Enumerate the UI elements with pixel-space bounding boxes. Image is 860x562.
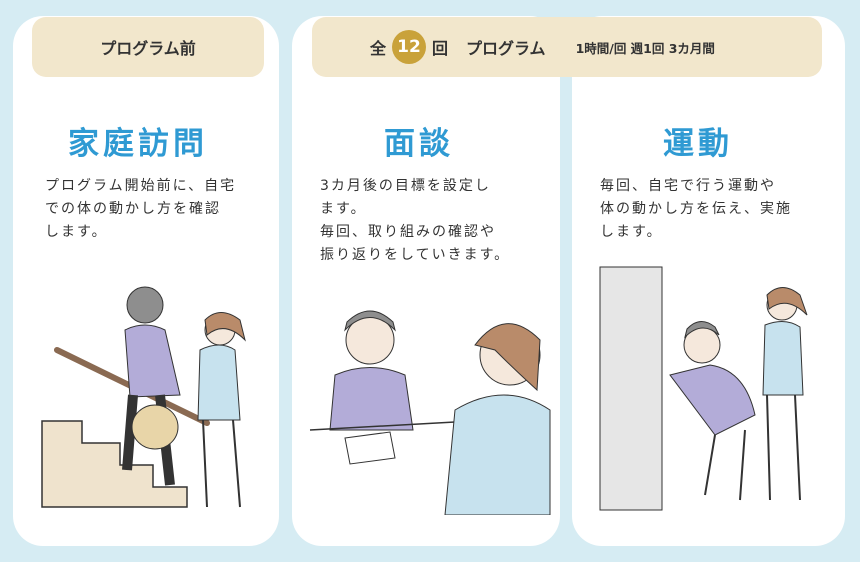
session-count-badge: 12 xyxy=(392,30,427,64)
description-line: 振り返りをしていきます。 xyxy=(320,247,511,263)
home-visit-description: プログラム開始前に、自宅 での体の動かし方を確認 します。 xyxy=(45,175,236,244)
exercise-illustration xyxy=(599,266,808,511)
pre-program-header-label: プログラム前 xyxy=(100,39,196,58)
interview-title: 面談 xyxy=(384,126,454,162)
description-line: します。 xyxy=(600,224,663,240)
program-schedule: 1時間/回 週1回 3カ月間 xyxy=(575,40,715,56)
interview-description: 3カ月後の目標を設定し ます。 毎回、取り組みの確認や 振り返りをしていきます。 xyxy=(320,175,510,267)
pre-program-header: プログラム前 xyxy=(32,17,264,77)
home-visit-title: 家庭訪問 xyxy=(68,126,208,162)
exercise-title: 運動 xyxy=(663,126,733,162)
description-line: 体の動かし方を伝え、実施 xyxy=(600,201,792,217)
description-line: 3カ月後の目標を設定し xyxy=(320,178,491,194)
program-header-label: プログラム xyxy=(466,39,546,58)
program-header-prefix: 全 xyxy=(370,39,387,58)
description-line: での体の動かし方を確認 xyxy=(45,201,221,217)
description-line: します。 xyxy=(45,224,108,240)
description-line: 毎回、自宅で行う運動や xyxy=(600,178,776,194)
description-line: 毎回、取り組みの確認や xyxy=(320,224,496,240)
description-line: プログラム開始前に、自宅 xyxy=(45,178,237,194)
exercise-description: 毎回、自宅で行う運動や 体の動かし方を伝え、実施 します。 xyxy=(600,175,792,244)
program-header: 全 12 回 プログラム 1時間/回 週1回 3カ月間 xyxy=(312,17,822,77)
description-line: ます。 xyxy=(320,201,367,217)
program-header-suffix: 回 xyxy=(432,39,449,58)
stairs-illustration xyxy=(41,286,246,508)
interview-illustration xyxy=(309,310,551,515)
